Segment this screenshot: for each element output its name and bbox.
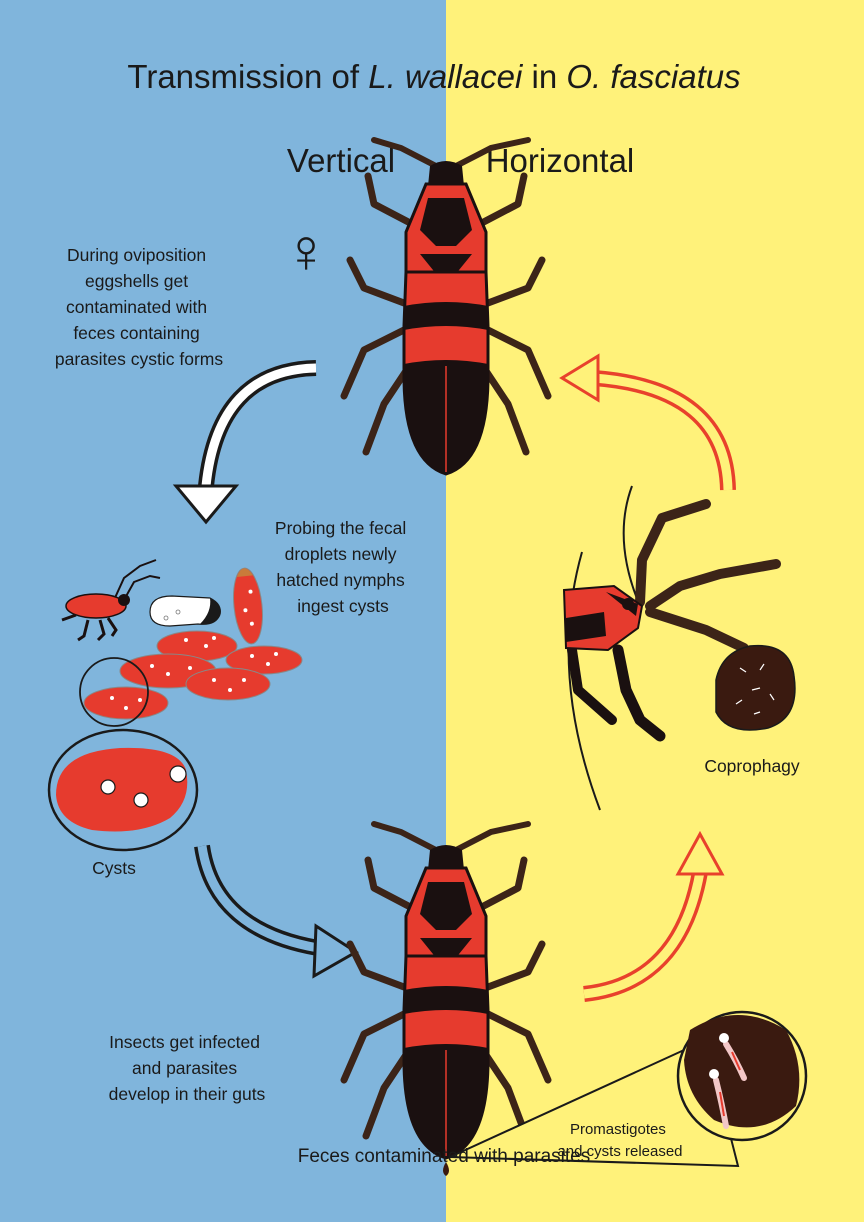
cyst [170,766,186,782]
oviposition-note: During oviposition eggshells get contami… [55,245,223,369]
zoomed-egg [49,730,197,850]
cyst [134,793,148,807]
vertical-heading: Vertical [287,142,395,179]
egg [84,687,168,719]
fecal-droplet-large [716,646,795,730]
horizontal-heading: Horizontal [486,142,635,179]
diagram-title: Transmission of L. wallacei in O. fascia… [127,58,740,95]
coprophagy-label: Coprophagy [704,756,800,776]
egg [186,668,270,700]
cyst [101,780,115,794]
female-symbol: ♀ [283,217,330,286]
hatched-eggshell [150,596,221,626]
feces-caption: Feces contaminated with parasites [298,1146,591,1167]
cysts-label: Cysts [92,858,136,878]
